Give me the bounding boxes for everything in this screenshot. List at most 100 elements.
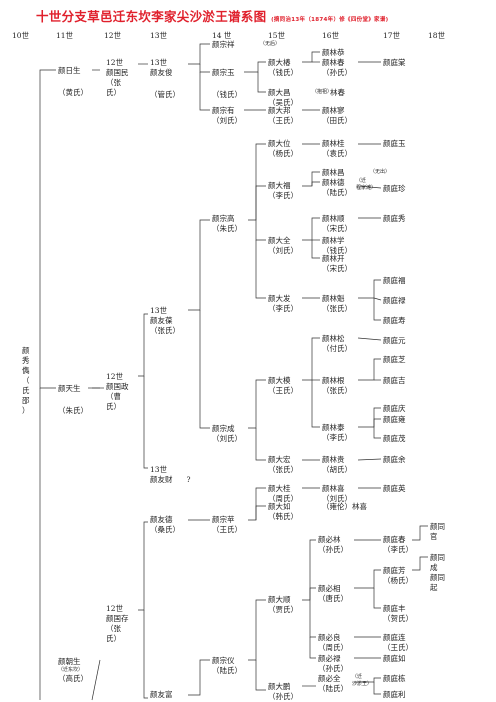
generation-label: 16世 — [322, 31, 340, 40]
person-node: 13世 颜友葆（张氏） — [150, 306, 180, 336]
person-name: 颜朝生 — [58, 657, 81, 666]
spouse-name: （王氏） — [268, 386, 298, 395]
person-name: 颜庭丰 — [383, 604, 406, 613]
person-node: 12世 颜国存 （张 氏） — [106, 604, 129, 644]
spouse-name: （孙氏） — [268, 692, 298, 701]
connector-line — [255, 220, 266, 241]
person-name: 颜庭玉 — [383, 139, 406, 148]
person-name: 颜大模 — [268, 376, 291, 385]
generation-label: 18世 — [428, 31, 446, 40]
person-node: 颜大昌（吴氏） — [268, 88, 298, 108]
person-name: 颜林寥 — [322, 106, 345, 115]
person-node: 颜林开（宋氏） — [322, 254, 352, 274]
person-node: 颜林根（张氏） — [322, 376, 352, 396]
person-node: 颜庭芝 — [383, 355, 406, 365]
connector-line — [248, 487, 266, 521]
connector-line — [373, 418, 381, 427]
connector-line — [302, 337, 320, 381]
person-name: 13世 颜友葆 — [150, 306, 173, 325]
person-name: 颜庭利 — [383, 690, 406, 699]
spouse-name: （李氏） — [268, 304, 298, 313]
person-node: 颜大桂（周氏） — [268, 484, 298, 504]
connector-line — [188, 43, 210, 65]
person-node: 颜宗成（刘氏） — [212, 424, 242, 444]
spouse-name: （宋氏） — [322, 264, 352, 273]
person-node: 颜林德（迁 程家滩）（陆氏） — [322, 178, 376, 198]
connector-line — [302, 171, 320, 187]
person-name: 颜林魁 — [322, 294, 345, 303]
person-name: 颜大顺 — [268, 595, 291, 604]
connector-line — [311, 380, 320, 428]
person-name: 颜庭雍 — [383, 415, 406, 424]
person-name: 颜大全 — [268, 236, 291, 245]
generation-label: 12世 — [104, 31, 122, 40]
spouse-name: （张氏） — [322, 304, 352, 313]
person-node: 颜大宏（张氏） — [268, 455, 298, 475]
person-node: 颜林春（孙氏） — [322, 58, 352, 78]
connector-line — [255, 185, 266, 220]
person-node: 颜大顺（贾氏） — [268, 595, 298, 615]
person-name: 颜必相 — [318, 584, 341, 593]
person-name: 颜必林 — [318, 535, 341, 544]
person-name: 颜大鹏 — [268, 682, 291, 691]
person-node: 颜庭禄 — [383, 296, 406, 306]
person-node: 颜必林（孙氏） — [318, 535, 348, 555]
person-node: 颜庭如 — [383, 654, 406, 664]
person-name: 12世 颜国存 （张 氏） — [106, 604, 129, 643]
connector-line — [138, 521, 148, 611]
person-node: 颜 秀 儁 （ 氏 邵 ） — [22, 346, 31, 416]
person-node: 颜林寥（田氏） — [322, 106, 352, 126]
person-name: 颜大如 — [268, 502, 291, 511]
person-name: 颜林顺 — [322, 214, 345, 223]
connector-line — [373, 588, 381, 609]
spouse-name: （杨氏） — [268, 149, 298, 158]
person-name: 颜林学 — [322, 236, 345, 245]
person-name: 颜庭吉 — [383, 376, 406, 385]
person-node: 颜庭棠 — [383, 58, 406, 68]
connector-line — [357, 185, 382, 189]
spouse-name: （刘氏） — [212, 434, 242, 443]
connector-line — [373, 427, 381, 439]
person-name: 颜林喜 — [322, 484, 345, 493]
person-name: 颜林桂 — [322, 139, 345, 148]
connector-line — [309, 587, 316, 600]
connector-line — [257, 72, 266, 93]
person-name: 颜庭珍 — [383, 184, 406, 193]
connector-line — [39, 346, 56, 389]
person-name: 颜庭芳 — [383, 566, 406, 575]
connector-line — [354, 677, 381, 683]
person-name: 颜庭芝 — [383, 355, 406, 364]
connector-line — [311, 181, 320, 186]
connector-line — [309, 600, 316, 638]
person-name: 颜大福 — [268, 181, 291, 190]
person-name: 颜大邦 — [268, 106, 291, 115]
person-node: 颜林恭 — [322, 48, 345, 58]
person-node: 颜林学（钱氏） — [322, 236, 352, 256]
connector-line — [373, 297, 382, 301]
person-name: 颜友富 — [150, 690, 173, 699]
person-name: 13世 颜友俊 — [150, 58, 173, 77]
person-node: 颜庭英 — [383, 484, 406, 494]
connector-line — [143, 610, 148, 699]
person-node: 颜林贵（胡氏） — [322, 455, 352, 475]
person-node: 颜宗有（刘氏） — [212, 106, 242, 126]
person-note: （抱祖） — [312, 89, 333, 95]
spouse-name: （贺氏） — [383, 614, 413, 623]
connector-line — [358, 358, 381, 381]
person-node: 颜必全（迁 沙淤王）（陆氏） — [318, 674, 372, 694]
spouse-name: （付氏） — [322, 344, 352, 353]
person-name: 颜大发 — [268, 294, 291, 303]
person-name: 颜必全 — [318, 674, 341, 683]
person-name: 颜庭福 — [383, 276, 406, 285]
person-node: 颜必良（周氏） — [318, 633, 348, 653]
person-name: 颜必良 — [318, 633, 341, 642]
person-name: 颜庭秀 — [383, 214, 406, 223]
person-node: 颜庭玉 — [383, 139, 406, 149]
spouse-name: （桑氏） — [150, 525, 180, 534]
spouse-name: （杨氏） — [383, 576, 413, 585]
person-name: 颜大昌 — [268, 88, 291, 97]
person-node: 12世 颜国政 （曹 氏） — [106, 372, 129, 412]
connector-line — [373, 298, 381, 321]
person-name: 颜林开 — [322, 254, 345, 263]
